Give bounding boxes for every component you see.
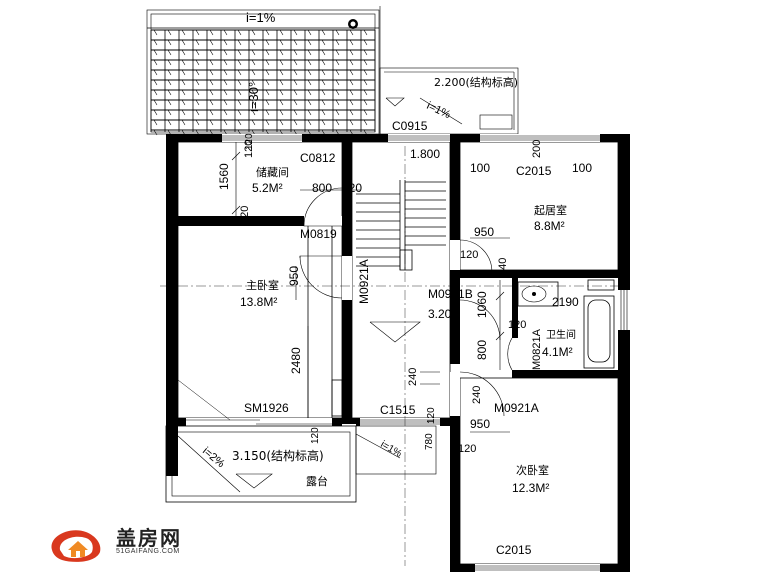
label-c2015-bottom: C2015 xyxy=(496,543,532,557)
stairs xyxy=(356,180,446,271)
label-c2015-top: C2015 xyxy=(516,164,552,178)
axis-lines xyxy=(160,146,630,566)
dim-120-g: 120 xyxy=(426,407,437,424)
elev-1800: 1.800 xyxy=(410,147,440,161)
room-storage-name: 储藏间 xyxy=(256,165,289,179)
dim-1060: 1060 xyxy=(475,291,489,318)
room-master-name: 主卧室 xyxy=(246,278,279,292)
dim-240-b: 240 xyxy=(407,368,419,386)
label-m0921b: M0921B xyxy=(428,287,473,301)
dim-100-b: 100 xyxy=(572,161,592,175)
dim-120-b: 120 xyxy=(239,206,251,224)
windows xyxy=(186,134,630,572)
dim-2190: 2190 xyxy=(552,295,579,309)
slope-roof-right: i=1% xyxy=(425,100,453,121)
elev-stair-landing: 3.200 xyxy=(428,307,458,321)
dim-100-a: 100 xyxy=(470,161,490,175)
dim-240-c: 240 xyxy=(471,386,483,404)
roof-tiles xyxy=(146,9,380,136)
dim-120-e: 120 xyxy=(508,319,526,331)
slope-terrace: i=2% xyxy=(200,445,227,470)
room-terrace-name: 露台 xyxy=(306,474,328,488)
room-living-area: 8.8M² xyxy=(534,219,565,233)
dim-120-a: 120 xyxy=(243,140,255,158)
dim-950-left: 950 xyxy=(287,266,301,286)
slope-roof-top: i=1% xyxy=(246,10,276,25)
site-logo[interactable]: 盖房网 51GAIFANG.COM xyxy=(46,520,206,566)
label-c1515: C1515 xyxy=(380,403,416,417)
dim-800-top: 800 xyxy=(312,181,332,195)
dim-950-bottom: 950 xyxy=(470,417,490,431)
room-living-name: 起居室 xyxy=(534,203,567,217)
elev-roof-right: 2.200(结构标高) xyxy=(434,75,518,89)
house-logo-icon xyxy=(51,530,101,562)
dim-200: 200 xyxy=(531,140,543,158)
label-m0819: M0819 xyxy=(300,227,337,241)
dim-120-f: 120 xyxy=(458,443,476,455)
dim-120-d: 120 xyxy=(460,249,478,261)
terrace xyxy=(165,425,437,503)
dim-800-right: 800 xyxy=(475,340,489,360)
dim-780: 780 xyxy=(424,433,435,450)
dim-120-h: 120 xyxy=(310,427,321,444)
dim-1560: 1560 xyxy=(217,163,231,190)
doors xyxy=(299,187,518,454)
labels: i=1% i=30° i=1% i=2% i=1% 2.200(结构标高) 1.… xyxy=(200,10,592,557)
room-storage-area: 5.2M² xyxy=(252,181,283,195)
label-c0915: C0915 xyxy=(392,119,428,133)
logo-name: 盖房网 xyxy=(116,526,182,550)
logo-url: 51GAIFANG.COM xyxy=(116,548,180,555)
elev-terrace: 3.150(结构标高) xyxy=(232,448,324,463)
dim-950-right: 950 xyxy=(474,225,494,239)
room-bath-name: 卫生间 xyxy=(546,328,576,341)
dim-240-a: 240 xyxy=(497,258,509,276)
label-c0812: C0812 xyxy=(300,151,336,165)
dimension-ticks xyxy=(231,142,510,433)
label-m0921a-left: M0921A xyxy=(357,259,371,304)
room-master-area: 13.8M² xyxy=(240,295,277,309)
dim-120-i: 120 xyxy=(244,133,255,150)
room-bath-area: 4.1M² xyxy=(542,345,573,359)
label-m0921a-bottom: M0921A xyxy=(494,401,539,415)
label-sm1926: SM1926 xyxy=(244,401,289,415)
slope-roof-pitch: i=30° xyxy=(246,82,261,112)
room-second-name: 次卧室 xyxy=(516,463,549,477)
label-m0821a: M0821A xyxy=(531,328,543,370)
dim-120-c: 120 xyxy=(342,181,362,195)
dim-2480: 2480 xyxy=(289,347,303,374)
room-second-area: 12.3M² xyxy=(512,481,549,495)
slope-ledge: i=1% xyxy=(379,439,404,460)
